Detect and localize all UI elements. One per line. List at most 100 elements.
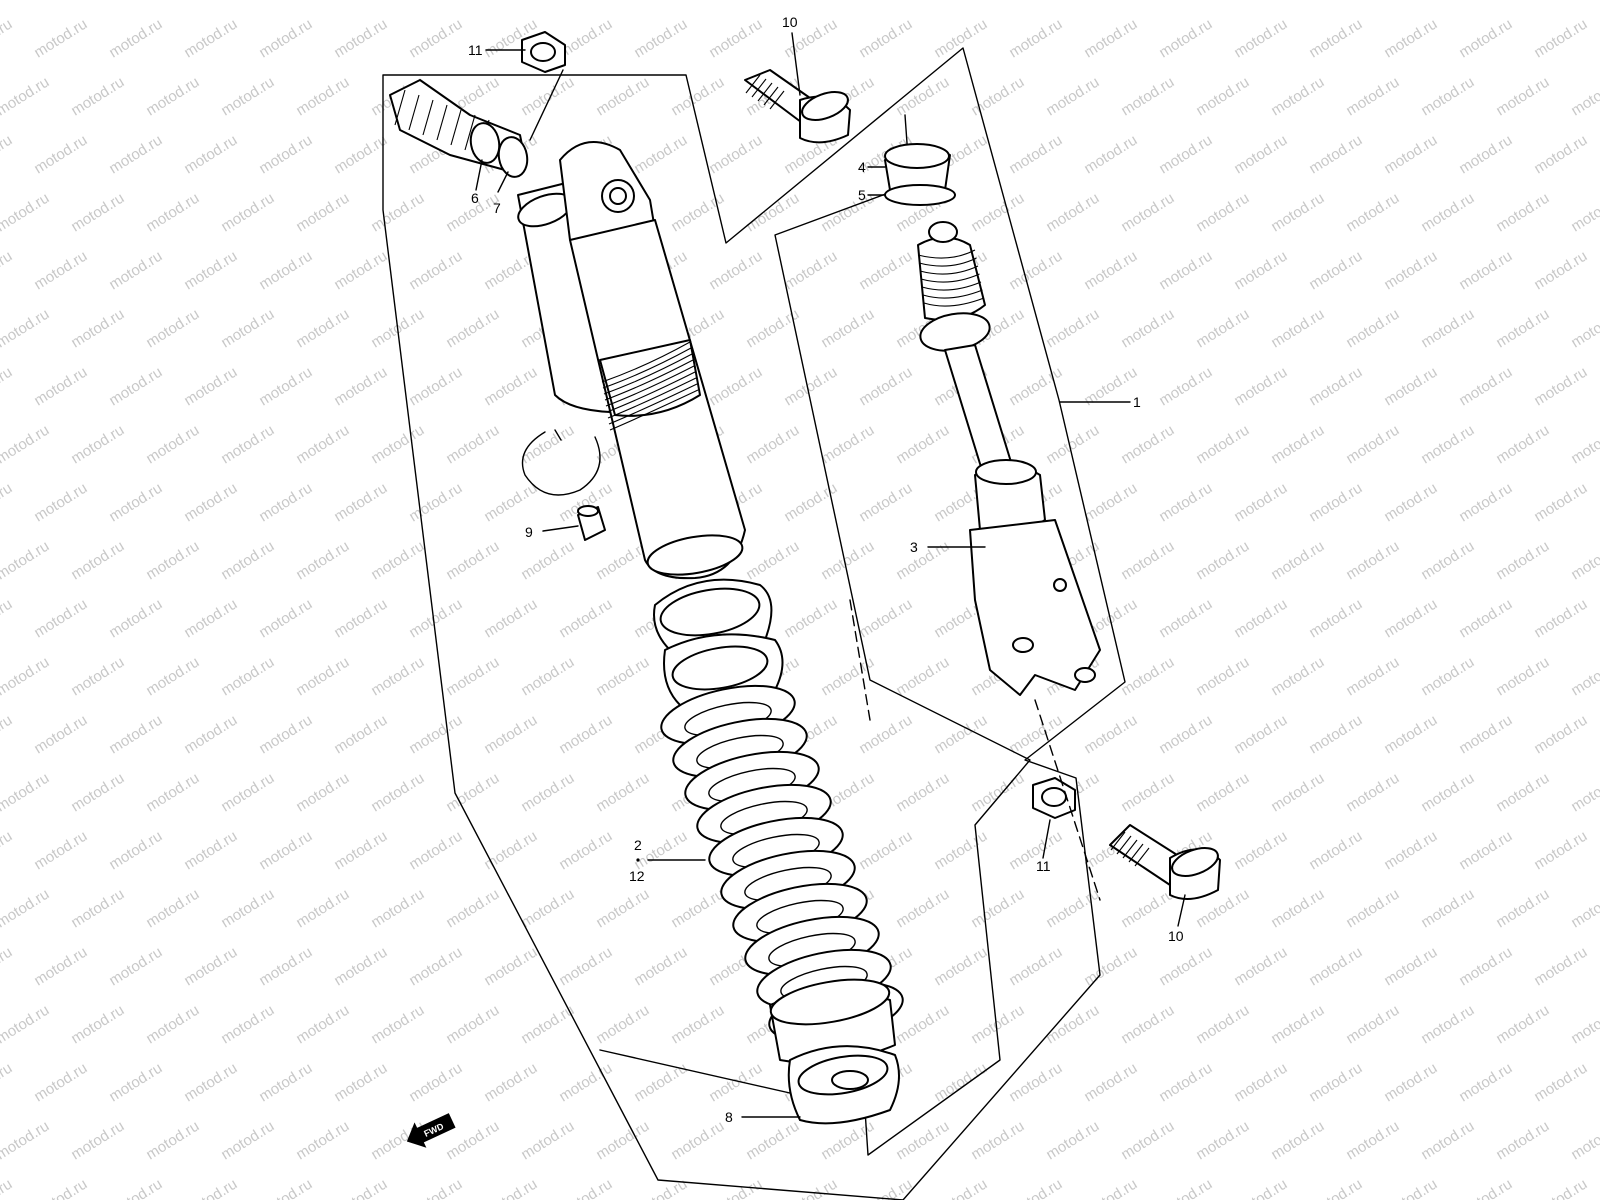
watermark-text: motod.ru: [1193, 190, 1252, 236]
watermark-text: motod.ru: [1531, 364, 1590, 410]
watermark-text: motod.ru: [1156, 248, 1215, 294]
watermark-text: motod.ru: [181, 712, 240, 758]
watermark-text: motod.ru: [1531, 944, 1590, 990]
watermark-text: motod.ru: [1493, 1118, 1552, 1164]
watermark-text: motod.ru: [68, 886, 127, 932]
watermark-text: motod.ru: [218, 538, 277, 584]
circlip: [521, 429, 601, 496]
watermark-text: motod.ru: [218, 0, 277, 3]
watermark-text: motod.ru: [818, 654, 877, 700]
watermark-text: motod.ru: [106, 1060, 165, 1106]
watermark-text: motod.ru: [368, 1002, 427, 1048]
callout-10-top: 10: [782, 14, 798, 30]
watermark-text: motod.ru: [1531, 248, 1590, 294]
watermark-text: motod.ru: [0, 1002, 52, 1048]
watermark-text: motod.ru: [893, 1118, 952, 1164]
watermark-text: motod.ru: [1118, 422, 1177, 468]
watermark-text: motod.ru: [1493, 654, 1552, 700]
watermark-text: motod.ru: [1418, 1118, 1477, 1164]
watermark-text: motod.ru: [1268, 74, 1327, 120]
watermark-text: motod.ru: [631, 1176, 690, 1200]
watermark-text: motod.ru: [256, 132, 315, 178]
watermark-text: motod.ru: [706, 16, 765, 62]
watermark-text: motod.ru: [181, 16, 240, 62]
watermark-text: motod.ru: [443, 654, 502, 700]
watermark-text: motod.ru: [1231, 16, 1290, 62]
watermark-text: motod.ru: [1493, 74, 1552, 120]
watermark-text: motod.ru: [31, 364, 90, 410]
watermark-text: motod.ru: [331, 596, 390, 642]
shock-reservoir: [517, 141, 746, 580]
watermark-text: motod.ru: [556, 596, 615, 642]
watermark-text: motod.ru: [293, 74, 352, 120]
watermark-text: motod.ru: [1268, 1002, 1327, 1048]
watermark-text: motod.ru: [1343, 190, 1402, 236]
callout-8: 8: [725, 1109, 733, 1125]
watermark-text: motod.ru: [1343, 654, 1402, 700]
watermark-text: motod.ru: [931, 1060, 990, 1106]
callout-12: 12: [629, 868, 645, 884]
watermark-text: motod.ru: [706, 248, 765, 294]
watermark-text: motod.ru: [68, 306, 127, 352]
watermark-text: motod.ru: [1231, 480, 1290, 526]
watermark-text: motod.ru: [1081, 16, 1140, 62]
watermark-text: motod.ru: [106, 16, 165, 62]
watermark-text: motod.ru: [1343, 886, 1402, 932]
callout-labels: 1 2 12 3 4 5 6 7 8 9 10 10 11 11: [468, 14, 1184, 1125]
watermark-text: motod.ru: [218, 770, 277, 816]
watermark-text: motod.ru: [781, 248, 840, 294]
watermark-text: motod.ru: [0, 364, 15, 410]
watermark-text: motod.ru: [856, 364, 915, 410]
watermark-text: motod.ru: [481, 944, 540, 990]
watermark-text: motod.ru: [443, 306, 502, 352]
watermark-text: motod.ru: [893, 422, 952, 468]
watermark-text: motod.ru: [331, 944, 390, 990]
watermark-text: motod.ru: [68, 1002, 127, 1048]
centerlines: [849, 599, 1101, 901]
watermark-text: motod.ru: [331, 364, 390, 410]
watermark-text: motod.ru: [668, 74, 727, 120]
watermark-text: motod.ru: [1118, 770, 1177, 816]
watermark-text: motod.ru: [256, 480, 315, 526]
watermark-text: motod.ru: [293, 422, 352, 468]
callout-10-bottom: 10: [1168, 928, 1184, 944]
watermark-text: motod.ru: [593, 0, 652, 3]
watermark-text: motod.ru: [1456, 944, 1515, 990]
watermark-text: motod.ru: [1456, 248, 1515, 294]
watermark-text: motod.ru: [1531, 712, 1590, 758]
watermark-text: motod.ru: [1231, 248, 1290, 294]
watermark-text: motod.ru: [256, 16, 315, 62]
watermark-text: motod.ru: [1381, 248, 1440, 294]
watermark-text: motod.ru: [1418, 538, 1477, 584]
watermark-text: motod.ru: [106, 1176, 165, 1200]
watermark-text: motod.ru: [1531, 480, 1590, 526]
watermark-text: motod.ru: [331, 132, 390, 178]
watermark-text: motod.ru: [1493, 190, 1552, 236]
watermark-text: motod.ru: [1456, 712, 1515, 758]
watermark-text: motod.ru: [143, 770, 202, 816]
watermark-text: motod.ru: [856, 248, 915, 294]
watermark-text: motod.ru: [143, 306, 202, 352]
watermark-text: motod.ru: [31, 828, 90, 874]
watermark-text: motod.ru: [256, 364, 315, 410]
watermark-text: motod.ru: [1231, 596, 1290, 642]
watermark-text: motod.ru: [631, 944, 690, 990]
watermark-text: motod.ru: [1568, 422, 1600, 468]
watermark-text: motod.ru: [0, 770, 52, 816]
watermark-text: motod.ru: [31, 480, 90, 526]
watermark-text: motod.ru: [143, 1118, 202, 1164]
watermark-text: motod.ru: [143, 1002, 202, 1048]
watermark-text: motod.ru: [181, 132, 240, 178]
watermark-text: motod.ru: [856, 16, 915, 62]
watermark-text: motod.ru: [0, 0, 52, 3]
watermark-text: motod.ru: [856, 828, 915, 874]
spring-seat: [787, 1045, 900, 1125]
watermark-text: motod.ru: [1306, 596, 1365, 642]
watermark-text: motod.ru: [1006, 132, 1065, 178]
watermark-text: motod.ru: [1231, 944, 1290, 990]
watermark-text: motod.ru: [1568, 770, 1600, 816]
watermark-text: motod.ru: [1456, 1176, 1515, 1200]
watermark-text: motod.ru: [1081, 1060, 1140, 1106]
watermark-text: motod.ru: [818, 190, 877, 236]
seal-5: [884, 184, 956, 206]
